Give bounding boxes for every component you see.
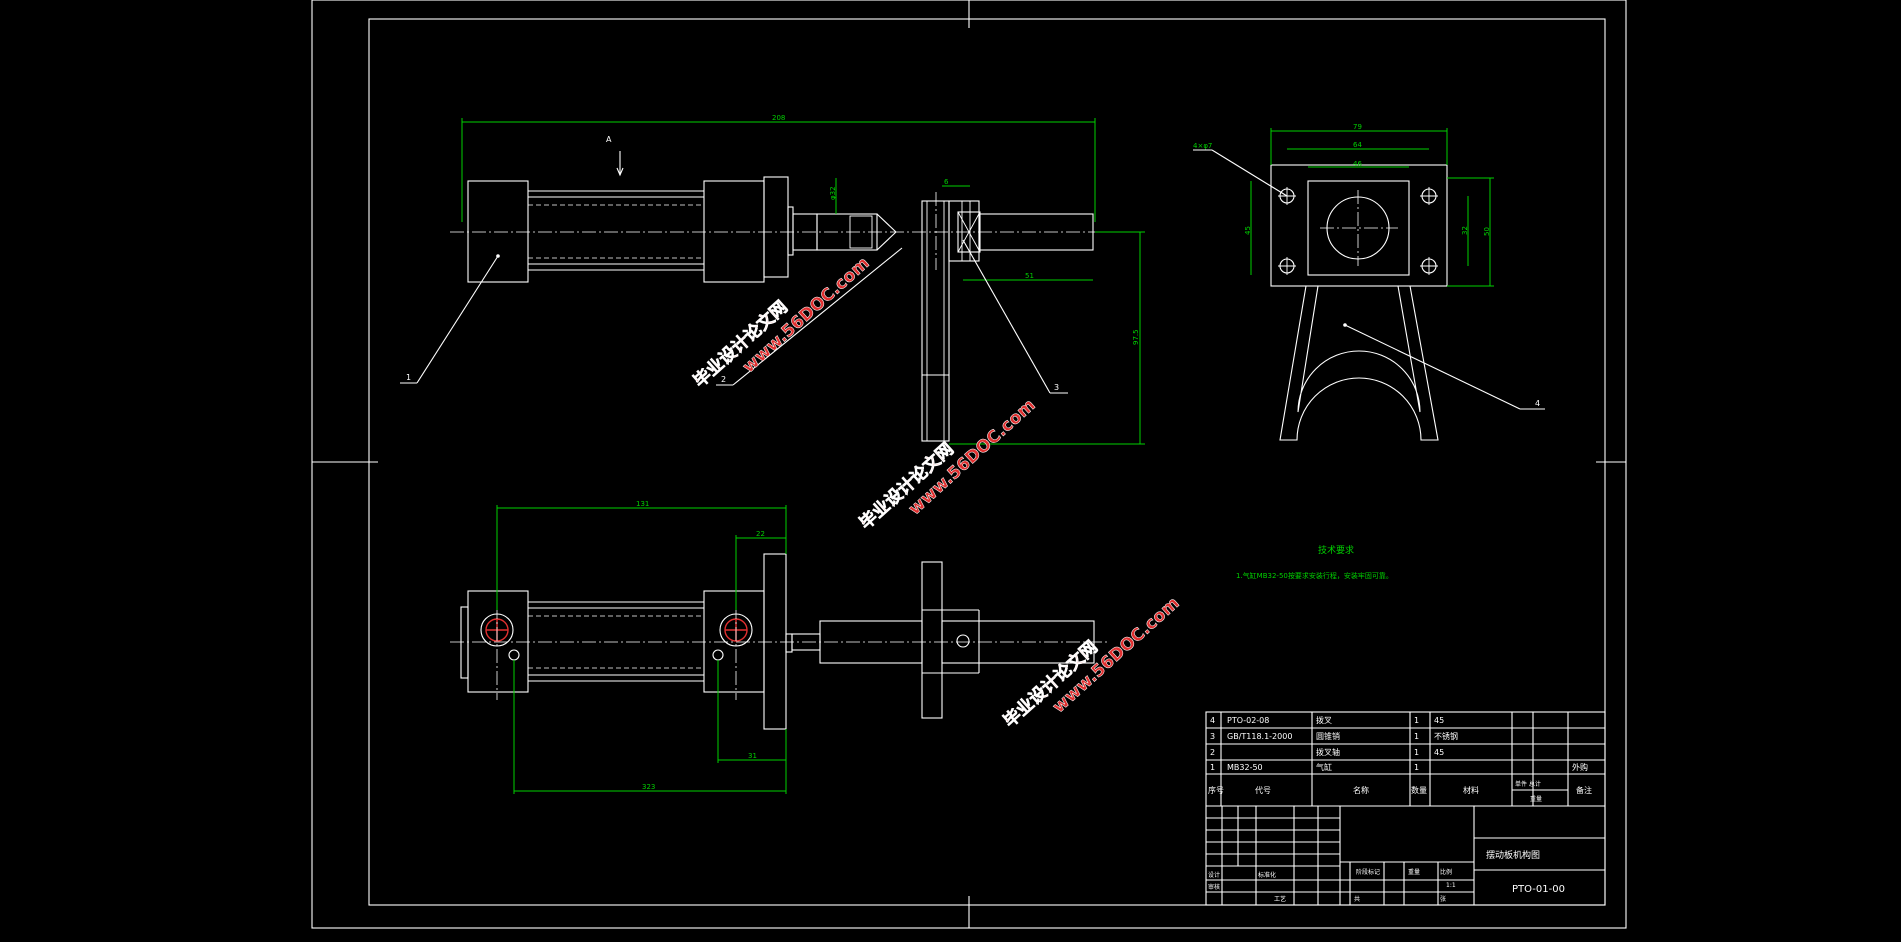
- tb-label-std: 标准化: [1258, 871, 1276, 879]
- bom-row-qty: 1: [1414, 748, 1419, 757]
- callout-1: 1: [406, 373, 411, 382]
- dim-overall-length: 208: [772, 114, 785, 122]
- dim-cylinder-dia: φ32: [829, 186, 837, 200]
- bom-row-qty: 1: [1414, 763, 1419, 772]
- bottom-dimensions: 131 22 323 31: [496, 500, 787, 794]
- bom-row-note: 外购: [1572, 762, 1588, 772]
- callout-4: 4: [1535, 399, 1540, 408]
- bom-row-no: 2: [1210, 748, 1215, 757]
- bom-row-no: 3: [1210, 732, 1215, 741]
- tb-label-sheet: 张: [1440, 895, 1446, 903]
- bom-row-no: 1: [1210, 763, 1215, 772]
- bom-row-material: 不锈钢: [1434, 731, 1458, 741]
- bill-of-materials: [1205, 711, 1606, 906]
- right-dimensions: 79 64 46 50 32 45 4×φ7: [1193, 123, 1494, 287]
- bom-row-name: 圆锥销: [1316, 731, 1340, 741]
- bom-row-qty: 1: [1414, 716, 1419, 725]
- dim-right-hole: 46: [1353, 160, 1362, 168]
- bom-row-code: PTO-02-08: [1227, 716, 1269, 725]
- tb-label-process: 工艺: [1274, 895, 1286, 903]
- top-dimensions: 208 φ32 6 51 97.5: [461, 114, 1145, 445]
- dim-hole-callout: 4×φ7: [1193, 142, 1212, 150]
- bom-rows: 4 PTO-02-08 拨叉 1 45 3 GB/T118.1-2000 圆锥销…: [1208, 715, 1592, 803]
- callout-3: 3: [1054, 383, 1059, 392]
- watermark-2: 毕业设计论文网 www.56DOC.com: [855, 395, 1040, 534]
- bom-header-name: 名称: [1353, 785, 1369, 795]
- watermark-1: 毕业设计论文网 www.56DOC.com: [689, 253, 874, 392]
- bom-row-code: GB/T118.1-2000: [1227, 732, 1292, 741]
- bottom-view: [450, 553, 1110, 730]
- dim-bottom-small: 31: [748, 752, 757, 760]
- dim-stroke-offset: 51: [1025, 272, 1034, 280]
- dim-right-h2: 32: [1461, 226, 1469, 235]
- callouts: 1 2 3 4: [400, 239, 1545, 410]
- dim-right-h1: 50: [1483, 227, 1491, 236]
- bom-row-material: 45: [1434, 716, 1444, 725]
- bom-header-material: 材料: [1463, 785, 1479, 795]
- tb-label-review: 审核: [1208, 883, 1220, 891]
- dim-right-h3: 45: [1244, 226, 1252, 235]
- bom-header-weight: 单件 总计: [1515, 780, 1541, 788]
- bom-row-code: MB32-50: [1227, 763, 1263, 772]
- bom-header-code: 代号: [1255, 785, 1271, 795]
- bom-header-no: 序号: [1208, 785, 1224, 795]
- dim-bottom-base: 323: [642, 783, 655, 791]
- tb-label-design: 设计: [1208, 871, 1220, 879]
- tb-label-scale: 比例: [1440, 868, 1452, 876]
- dim-small-a: 6: [944, 178, 949, 186]
- bom-row-name: 拨叉轴: [1316, 747, 1340, 757]
- bom-row-name: 气缸: [1316, 762, 1332, 772]
- tech-req-line1: 1.气缸MB32-50按要求安装行程，安装牢固可靠。: [1236, 571, 1393, 580]
- title-block: 设计 标准化 阶段标记 重量 比例 1:1 审核 工艺 共 张 摆动板机构图 P…: [1206, 806, 1605, 905]
- bom-header-weight2: 重量: [1530, 795, 1542, 803]
- bom-header-qty: 数量: [1411, 785, 1427, 795]
- callout-2: 2: [721, 375, 726, 384]
- dim-bottom-overall: 131: [636, 500, 649, 508]
- view-label-a: A: [606, 135, 612, 144]
- right-view: [1270, 164, 1448, 441]
- dim-right-width: 79: [1353, 123, 1362, 131]
- dim-right-inner: 64: [1353, 141, 1362, 149]
- watermark-3: 毕业设计论文网 www.56DOC.com: [999, 593, 1184, 732]
- top-view: A: [450, 135, 1145, 442]
- bom-row-no: 4: [1210, 716, 1215, 725]
- inner-frame: [368, 18, 1606, 906]
- bom-row-name: 拨叉: [1316, 715, 1332, 725]
- drawing-title: 摆动板机构图: [1486, 849, 1540, 861]
- tech-req-title: 技术要求: [1318, 544, 1354, 556]
- bom-row-material: 45: [1434, 748, 1444, 757]
- dim-vertical: 97.5: [1132, 329, 1140, 345]
- tb-scale: 1:1: [1446, 882, 1456, 889]
- tb-label-total: 共: [1354, 895, 1360, 903]
- bom-header-note: 备注: [1576, 785, 1592, 795]
- tb-label-weight: 重量: [1408, 868, 1420, 876]
- drawing-number: PTO-01-00: [1512, 884, 1565, 895]
- tb-label-stage: 阶段标记: [1356, 868, 1380, 876]
- dim-bottom-flange: 22: [756, 530, 765, 538]
- technical-requirements: 技术要求 1.气缸MB32-50按要求安装行程，安装牢固可靠。: [1236, 544, 1393, 580]
- bom-row-qty: 1: [1414, 732, 1419, 741]
